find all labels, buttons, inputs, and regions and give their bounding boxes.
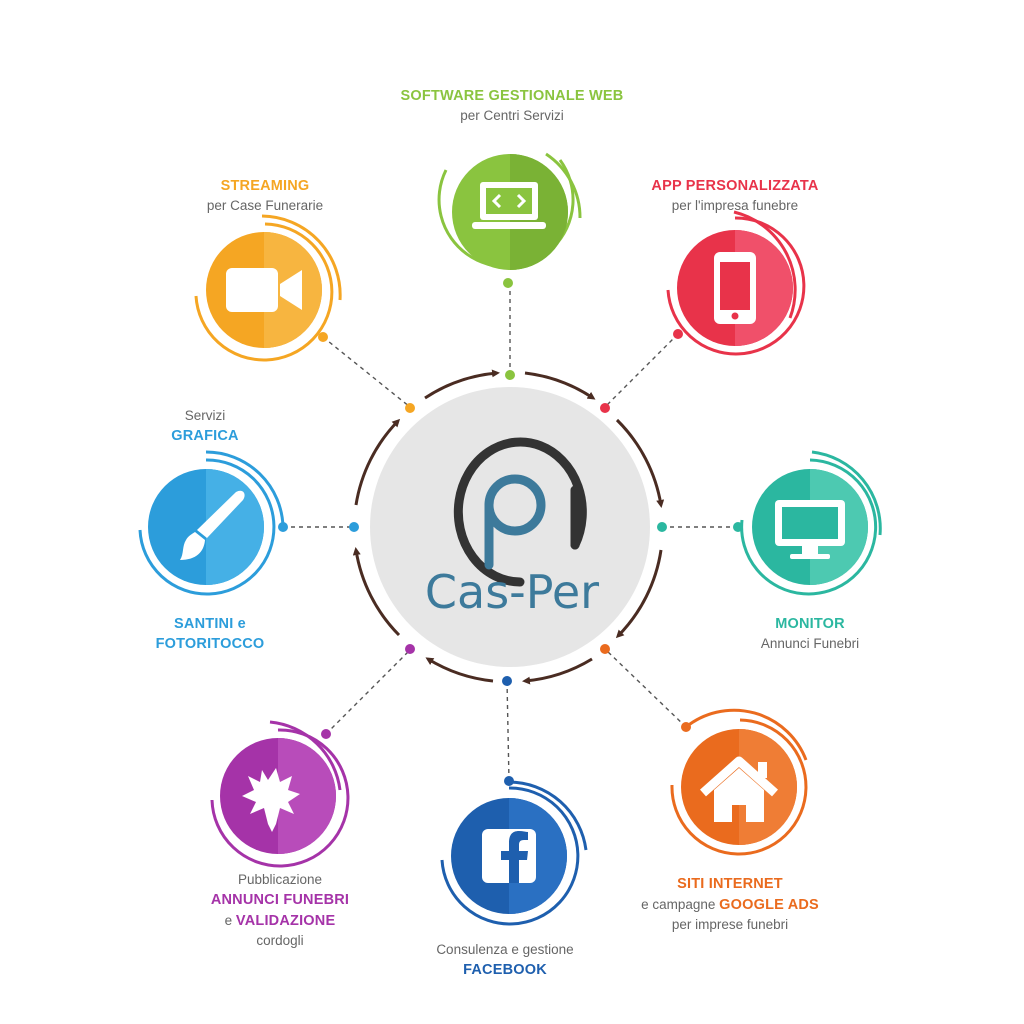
label-grafica-top: Servizi GRAFICA — [130, 406, 280, 446]
grafica-title: GRAFICA — [171, 428, 239, 444]
annunci-prefix: Pubblicazione — [237, 872, 323, 887]
maple-leaf-icon — [242, 768, 300, 832]
label-grafica-bottom: SANTINI e FOTORITOCCO — [130, 614, 290, 654]
node-siti[interactable] — [670, 708, 808, 856]
node-software[interactable] — [437, 152, 582, 288]
facebook-icon — [482, 829, 536, 883]
node-annunci[interactable] — [210, 720, 350, 868]
paintbrush-icon — [180, 490, 245, 560]
cycle-arrows — [352, 369, 665, 685]
annunci-title: ANNUNCI FUNEBRI — [210, 892, 350, 908]
brand-logo-mark — [453, 437, 587, 587]
annunci-line3-bold: VALIDAZIONE — [235, 913, 336, 929]
annunci-line4: cordogli — [256, 933, 304, 948]
streaming-subtitle: per Case Funerarie — [206, 198, 324, 213]
siti-line2-prefix: e campagne — [641, 897, 720, 912]
node-monitor[interactable] — [733, 450, 882, 596]
grafica-bottom1: SANTINI e — [174, 616, 246, 632]
grafica-bottom2: FOTORITOCCO — [155, 636, 265, 652]
software-subtitle: per Centri Servizi — [460, 108, 564, 123]
video-camera-icon — [226, 268, 302, 312]
ring-dots — [349, 370, 667, 686]
label-facebook: Consulenza e gestione FACEBOOK — [405, 940, 605, 980]
label-software: SOFTWARE GESTIONALE WEB per Centri Servi… — [372, 86, 652, 126]
facebook-title: FACEBOOK — [463, 962, 547, 978]
annunci-line3-prefix: e — [224, 913, 236, 928]
node-grafica[interactable] — [138, 450, 288, 596]
siti-line2-bold: GOOGLE ADS — [719, 897, 819, 913]
label-streaming: STREAMING per Case Funerarie — [175, 176, 355, 216]
facebook-prefix: Consulenza e gestione — [436, 942, 574, 957]
app-title: APP PERSONALIZZATA — [651, 178, 819, 194]
label-siti: SITI INTERNET e campagne GOOGLE ADS per … — [600, 874, 860, 935]
node-streaming[interactable] — [194, 214, 342, 362]
monitor-subtitle: Annunci Funebri — [760, 636, 860, 651]
node-app[interactable] — [666, 210, 806, 356]
monitor-icon — [775, 500, 845, 559]
siti-title: SITI INTERNET — [677, 876, 783, 892]
siti-line3: per imprese funebri — [671, 917, 789, 932]
app-subtitle: per l'impresa funebre — [671, 198, 799, 213]
code-laptop-icon — [472, 182, 546, 229]
label-app: APP PERSONALIZZATA per l'impresa funebre — [610, 176, 860, 216]
connector-lines — [283, 283, 738, 782]
software-title: SOFTWARE GESTIONALE WEB — [400, 88, 624, 104]
label-monitor: MONITOR Annunci Funebri — [720, 614, 900, 654]
node-facebook[interactable] — [440, 776, 588, 926]
grafica-prefix: Servizi — [184, 408, 226, 423]
smartphone-icon — [714, 252, 756, 324]
monitor-title: MONITOR — [775, 616, 845, 632]
label-annunci: Pubblicazione ANNUNCI FUNEBRI e VALIDAZI… — [180, 870, 380, 951]
brand-name: Cas-Per — [424, 565, 600, 619]
house-icon — [700, 756, 778, 822]
streaming-title: STREAMING — [220, 178, 310, 194]
